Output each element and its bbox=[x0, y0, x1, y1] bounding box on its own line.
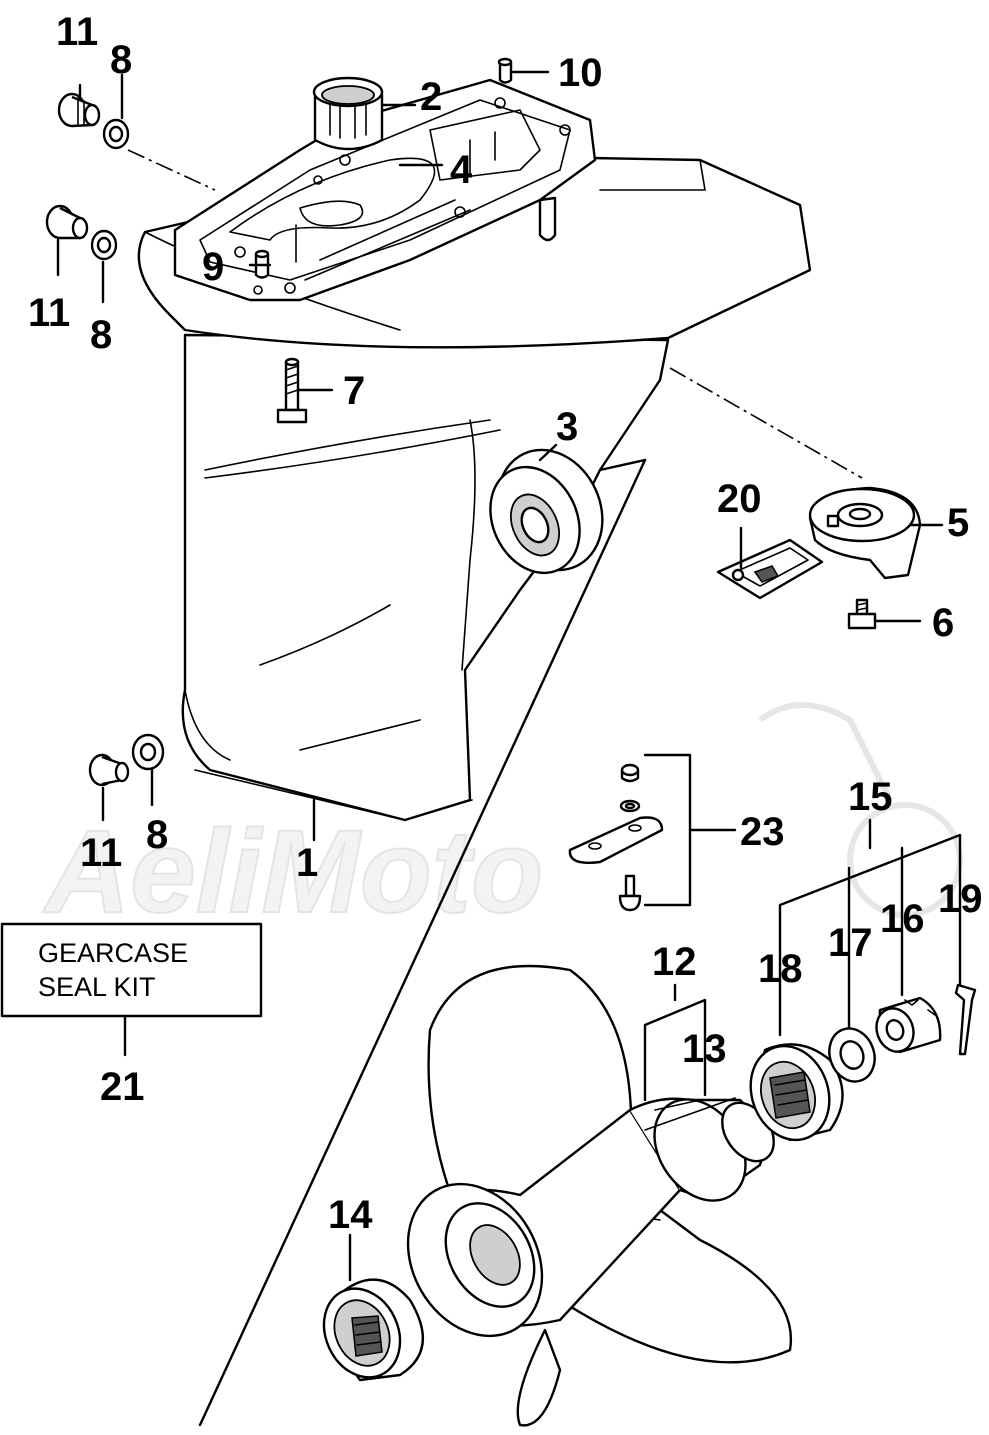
dowel-pin-10 bbox=[497, 57, 513, 84]
washer-lower bbox=[131, 733, 165, 771]
callout-1: 1 bbox=[296, 841, 318, 885]
centerline-plug-top bbox=[127, 149, 216, 191]
watermark: AeliMoto bbox=[41, 584, 963, 939]
screw-6 bbox=[847, 598, 877, 630]
callout-15: 15 bbox=[848, 775, 893, 819]
callout-18: 18 bbox=[758, 947, 803, 991]
trim-tab bbox=[808, 486, 922, 580]
callout-8-mid: 8 bbox=[90, 313, 112, 357]
callout-20: 20 bbox=[717, 477, 762, 521]
anode-kit bbox=[568, 763, 664, 912]
washer-mid bbox=[90, 229, 118, 261]
washer-17 bbox=[828, 1027, 876, 1083]
cotter-pin bbox=[954, 983, 977, 1056]
callout-6: 6 bbox=[932, 601, 954, 645]
callout-12: 12 bbox=[652, 940, 697, 984]
drain-plug-top bbox=[57, 92, 101, 128]
thrust-washer bbox=[322, 1278, 424, 1382]
seal-housing bbox=[489, 448, 604, 575]
callout-11-lower: 11 bbox=[80, 831, 122, 875]
callout-14: 14 bbox=[328, 1193, 373, 1237]
callout-13: 13 bbox=[682, 1027, 727, 1071]
seal-kit-box: GEARCASE SEAL KIT 21 bbox=[0, 922, 263, 1109]
washer-top bbox=[102, 118, 130, 150]
drain-plug-lower bbox=[88, 753, 130, 787]
centerline-upper bbox=[669, 367, 863, 479]
centerline-prop bbox=[198, 458, 647, 1427]
callout-3: 3 bbox=[556, 405, 578, 449]
callout-2: 2 bbox=[420, 75, 442, 119]
seal-kit-line-2: SEAL KIT bbox=[38, 972, 156, 1002]
callout-11-mid: 11 bbox=[28, 291, 70, 335]
callout-8-lower: 8 bbox=[146, 813, 168, 857]
callout-5: 5 bbox=[947, 501, 969, 545]
drive-shaft-bushing bbox=[312, 76, 384, 151]
callout-16: 16 bbox=[880, 897, 925, 941]
callout-labels: 11 8 2 10 4 11 8 9 7 3 20 5 6 11 8 1 23 … bbox=[28, 10, 983, 1237]
propeller bbox=[406, 964, 793, 1427]
screw-7 bbox=[276, 357, 308, 424]
callout-7: 7 bbox=[343, 369, 365, 413]
vent-plug-mid bbox=[45, 204, 89, 240]
callout-4: 4 bbox=[450, 148, 473, 192]
callout-23: 23 bbox=[740, 810, 785, 854]
callout-8-top: 8 bbox=[110, 38, 132, 82]
centerline-prop-2 bbox=[598, 458, 647, 472]
watermark-text: AeliMoto bbox=[42, 806, 543, 938]
callout-11-top: 11 bbox=[56, 10, 98, 54]
callout-9: 9 bbox=[202, 245, 224, 289]
callout-10: 10 bbox=[558, 51, 603, 95]
gearcase-housing bbox=[137, 78, 812, 822]
prop-nut bbox=[875, 996, 942, 1054]
callout-19: 19 bbox=[938, 877, 983, 921]
seal-kit-callout: 21 bbox=[100, 1065, 145, 1109]
leader-lines bbox=[56, 70, 962, 1282]
callout-17: 17 bbox=[828, 921, 873, 965]
water-screen bbox=[716, 538, 824, 600]
spacer-18 bbox=[749, 1043, 844, 1142]
seal-kit-line-1: GEARCASE bbox=[38, 938, 188, 968]
